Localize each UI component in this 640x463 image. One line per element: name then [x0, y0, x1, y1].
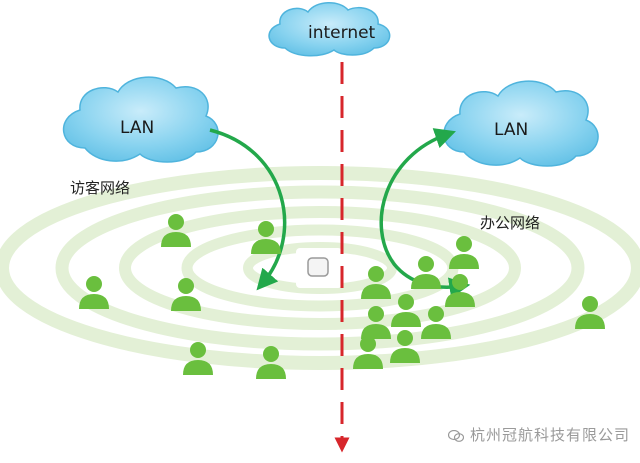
- guest-user-icon: [79, 276, 109, 309]
- guest-user-icon: [171, 278, 201, 311]
- wechat-icon: [447, 429, 464, 442]
- office-user-icon: [411, 256, 441, 289]
- watermark-text: 杭州冠航科技有限公司: [469, 426, 630, 444]
- ring-1: [243, 242, 397, 294]
- office-network-label: 办公网络: [480, 214, 541, 232]
- office-user-icon: [361, 306, 391, 339]
- office-user-icon: [353, 336, 383, 369]
- lan-left-label: LAN: [120, 118, 155, 138]
- office-user-icon: [449, 236, 479, 269]
- lan-cloud-left-icon: [63, 76, 219, 163]
- guest-network-label: 访客网络: [70, 179, 131, 197]
- guest-user-icon: [161, 214, 191, 247]
- ring-5: [0, 166, 640, 370]
- internet-label: internet: [308, 23, 376, 43]
- watermark: 杭州冠航科技有限公司: [447, 424, 630, 445]
- lan-right-label: LAN: [494, 120, 529, 140]
- guest-user-icon: [256, 346, 286, 379]
- office-user-icon: [575, 296, 605, 329]
- office-user-icon: [421, 306, 451, 339]
- office-user-icon: [445, 274, 475, 307]
- lan-cloud-right-icon: [443, 80, 599, 167]
- office-user-icon: [361, 266, 391, 299]
- guest-user-icon: [183, 342, 213, 375]
- guest-traffic-arrow: [209, 128, 287, 291]
- access-point-icon: [296, 248, 342, 288]
- internet-cloud-icon: [268, 2, 391, 57]
- office-user-icon: [391, 294, 421, 327]
- ring-4: [55, 185, 585, 351]
- ring-3: [119, 206, 521, 330]
- guest-user-icon: [251, 221, 281, 254]
- office-user-icon: [390, 330, 420, 363]
